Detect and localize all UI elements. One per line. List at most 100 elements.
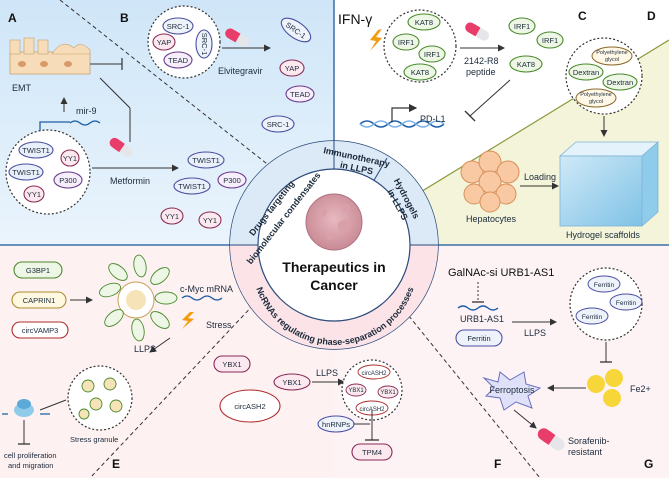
tead-free [285, 85, 315, 103]
kat8-node-in-1 [407, 13, 441, 31]
yy1-node-1 [60, 149, 80, 167]
cmyc-mrna-label: c-Myc mRNA [180, 284, 233, 294]
svg-text:Ferritin: Ferritin [594, 282, 615, 289]
hepatocytes-label: Hepatocytes [466, 214, 517, 224]
urb1-as1-wave [457, 305, 499, 311]
ferroptosis-burst-icon [482, 371, 542, 411]
panel-label-b: B [120, 11, 129, 25]
hydrogel-cube-icon [558, 141, 660, 227]
svg-text:YBX1: YBX1 [380, 390, 396, 396]
svg-text:Dextran: Dextran [607, 78, 633, 87]
metformin-label: Metformin [110, 176, 150, 186]
urb1-as1-label: URB1-AS1 [460, 314, 504, 324]
pdl1-label: PD-L1 [420, 114, 446, 124]
svg-text:YBX1: YBX1 [222, 360, 241, 369]
src1-free-1 [280, 17, 312, 43]
yap-node-in [152, 33, 176, 51]
stress-granule-contents [78, 377, 123, 420]
svg-text:TWIST1: TWIST1 [22, 146, 50, 155]
sorafenib-label-line2: resistant [568, 447, 603, 457]
divider-dashed-ef [89, 299, 259, 478]
peptide-label-line2: peptide [466, 67, 496, 77]
yap-free [279, 59, 305, 77]
irf1-node-in-2 [418, 45, 446, 63]
svg-text:Dextran: Dextran [573, 68, 599, 77]
svg-text:glycol: glycol [589, 99, 603, 105]
metformin-emt-line [99, 77, 131, 109]
yy1-free-1 [160, 207, 184, 225]
stress-label: Stress [206, 320, 232, 330]
p300-node-1 [53, 171, 83, 189]
svg-text:circVAMP3: circVAMP3 [22, 326, 59, 335]
panel-label-d: D [647, 9, 656, 23]
dna-strand-2 [359, 120, 445, 128]
irf1-free-1 [508, 17, 536, 35]
epithelial-cells-illustration [9, 37, 91, 75]
svg-text:IRF1: IRF1 [398, 38, 414, 47]
svg-text:Polyethylene: Polyethylene [580, 92, 612, 98]
svg-text:P300: P300 [59, 176, 77, 185]
svg-text:Ferritin: Ferritin [467, 334, 490, 343]
ferritin-in-3 [575, 307, 609, 325]
metformin-pill-icon [109, 137, 133, 158]
svg-text:Polyethylene: Polyethylene [596, 50, 628, 56]
llps-e-label: LLPS [134, 344, 156, 354]
svg-text:IRF1: IRF1 [514, 22, 530, 31]
sorafenib-pill-icon [537, 428, 565, 451]
ring-separator-right [372, 157, 388, 183]
caprin1-pill [11, 291, 67, 309]
svg-text:CAPRIN1: CAPRIN1 [23, 296, 56, 305]
stress-granule-label: Stress granule [70, 435, 118, 444]
cmyc-mrna-wave [181, 295, 223, 301]
twist1-free-1 [187, 151, 225, 169]
ybx1-pill-2 [273, 373, 311, 391]
svg-text:TPM4: TPM4 [362, 448, 382, 457]
svg-text:KAT8: KAT8 [517, 60, 535, 69]
ring-top-segment [230, 141, 438, 245]
dextran-node-1 [568, 63, 604, 81]
svg-text:P300: P300 [223, 176, 241, 185]
kat8-inhibit-line [469, 79, 511, 117]
svg-text:Ferritin: Ferritin [616, 300, 637, 307]
circash2-in-1 [357, 364, 391, 380]
tead-node-in [163, 51, 193, 69]
galnac-si-label: GalNAc-si URB1-AS1 [448, 267, 554, 279]
panel-label-f: F [494, 457, 501, 471]
divider-dashed-fg [399, 304, 541, 478]
peg-node-2 [575, 88, 617, 108]
ybx1-in-2 [377, 385, 399, 399]
svg-text:TWIST1: TWIST1 [192, 156, 220, 165]
svg-text:IRF1: IRF1 [542, 36, 558, 45]
elvitegravir-label: Elvitegravir [218, 66, 263, 76]
svg-text:TEAD: TEAD [290, 90, 311, 99]
ybx1-in-1 [345, 383, 367, 397]
panel-label-a: A [8, 11, 17, 25]
peptide-label-line1: 2142-R8 [464, 56, 499, 66]
svg-text:Ferritin: Ferritin [582, 314, 603, 321]
svg-text:hnRNPs: hnRNPs [322, 420, 350, 429]
svg-text:YAP: YAP [157, 38, 171, 47]
llps-g-label: LLPS [524, 328, 546, 338]
yy1-node-2 [23, 185, 45, 203]
g3bp1-complex-cluster [99, 254, 178, 342]
elvitegravir-pill-icon [225, 28, 250, 47]
loading-label: Loading [524, 172, 556, 182]
svg-text:KAT8: KAT8 [411, 68, 429, 77]
ferritin-pill [455, 329, 503, 347]
panel-label-g: G [644, 457, 653, 471]
svg-text:SRC-1: SRC-1 [200, 33, 209, 56]
panel-label-e: E [112, 457, 120, 471]
ferritin-in-2 [609, 293, 643, 311]
ifn-gamma-label: IFN-γ [338, 11, 372, 27]
ferroptosis-label: Ferroptosis [489, 385, 535, 395]
src1-node-in [162, 17, 194, 35]
center-title-line2: Cancer [310, 277, 358, 293]
cell-proliferation-label-line1: cell proliferation [4, 451, 57, 460]
svg-text:YY1: YY1 [203, 216, 217, 225]
stress-lightning-icon [182, 312, 194, 329]
kat8-node-in-2 [403, 63, 437, 81]
granule-ribosome-inhibit [39, 399, 67, 411]
svg-text:IRF1: IRF1 [424, 50, 440, 59]
